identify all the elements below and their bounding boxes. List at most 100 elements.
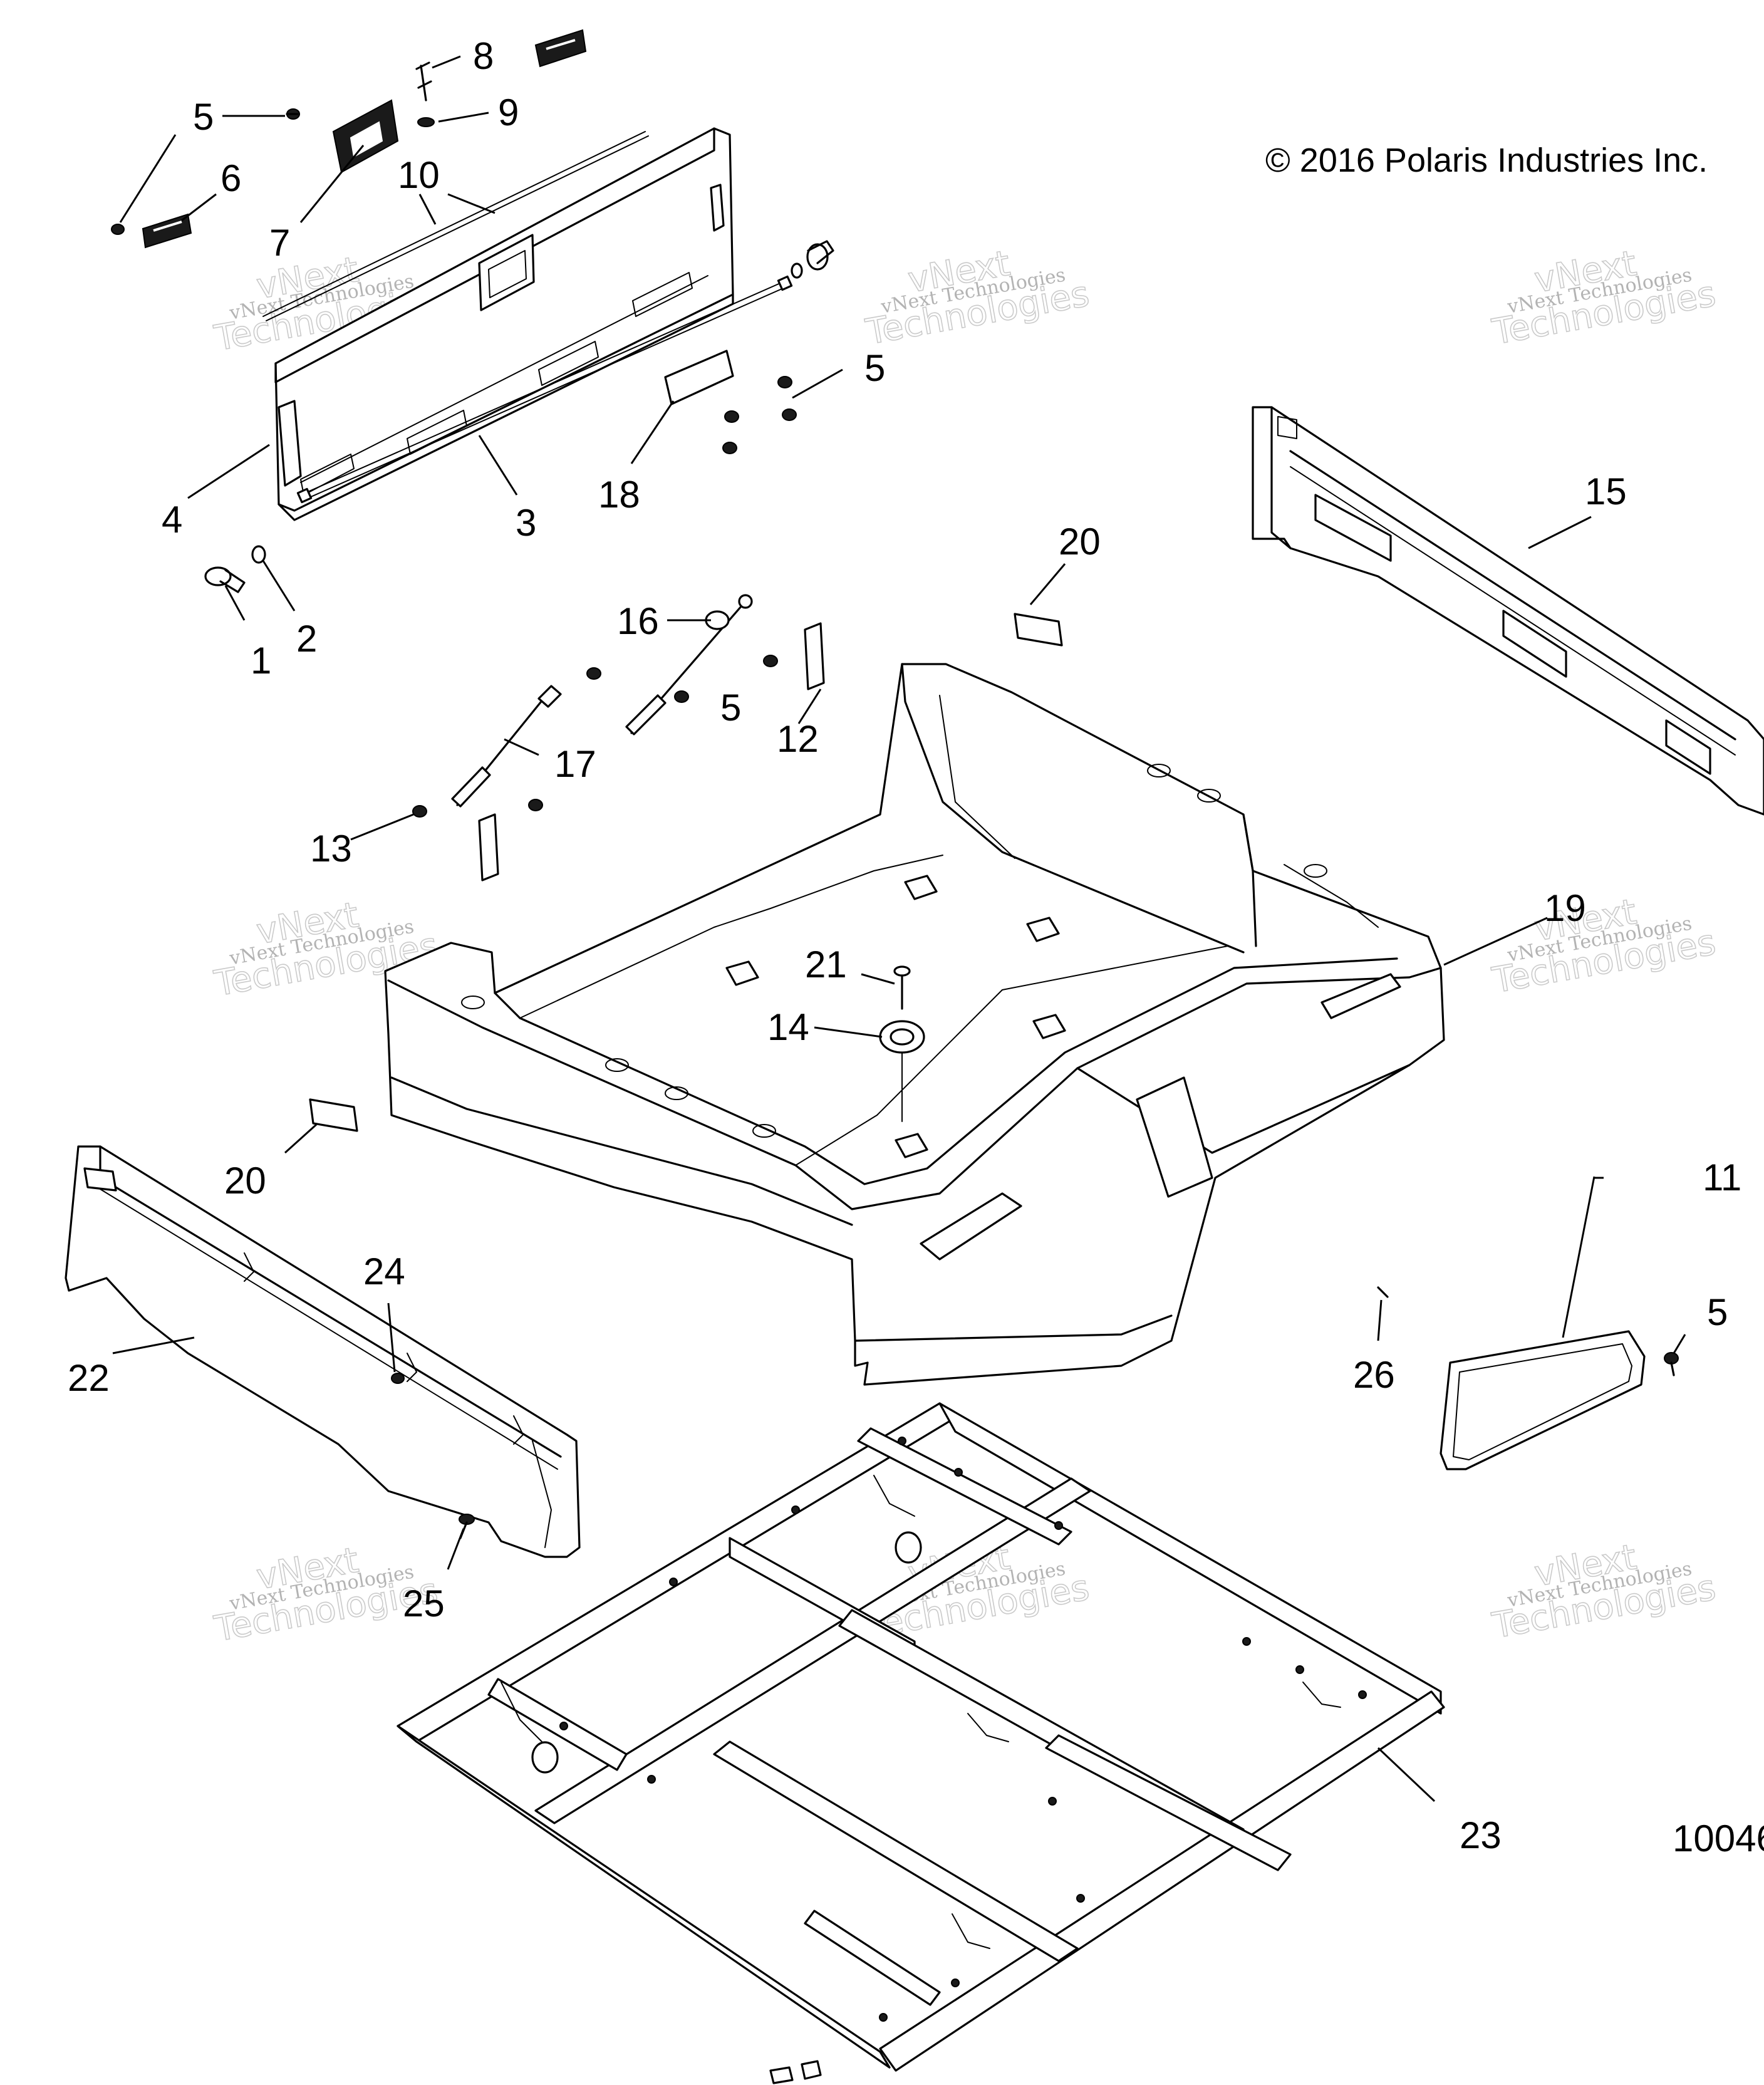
callout-21: 21: [805, 944, 847, 985]
leader-18: [630, 400, 675, 464]
side-panel-22-rail-2: [96, 1187, 558, 1470]
cargo-box-lower-skirt: [854, 1314, 1173, 1342]
label-20-bottom: [309, 1098, 358, 1132]
callout-18: 18: [598, 474, 640, 516]
tailgate-rib-3: [632, 272, 693, 317]
callout-20: 20: [1059, 521, 1101, 563]
callout-3: 3: [516, 502, 536, 544]
frame-long-1: [857, 1427, 1072, 1546]
leader-2: [262, 560, 296, 611]
watermark-3: vNext Technologies vNext Technologies: [1488, 242, 1719, 353]
frame-tube-2: [531, 1741, 559, 1774]
side-panel-15-pocket-2: [1502, 610, 1567, 678]
washer-2: [251, 545, 266, 564]
tailgate-cable-top-2: [266, 135, 649, 321]
rim-bump-3: [665, 1086, 688, 1100]
callout-24: 24: [363, 1250, 405, 1292]
tailgate-right-slot: [710, 184, 725, 232]
leader-17: [504, 738, 539, 756]
lens-11-inner: [1453, 1343, 1632, 1460]
screw-5-left: [111, 224, 125, 235]
callout-layer: 5 6 7 8 9 10 4 3 18 5 1 2 16 5 12 17 13 …: [68, 35, 1741, 1856]
frame-foot-2: [801, 2060, 822, 2080]
side-panel-15-pocket-1: [1314, 494, 1392, 562]
callout-23: 23: [1460, 1814, 1502, 1856]
side-panel-15: [1252, 406, 1764, 816]
tie-down-4: [904, 875, 938, 900]
cargo-box-outer-band: [390, 1076, 853, 1226]
screw-5-lower-right: [1664, 1352, 1679, 1376]
leader-26: [1377, 1299, 1383, 1341]
leader-15: [1528, 516, 1592, 549]
rod-end-left: [296, 487, 313, 504]
side-panel-22-end: [532, 1440, 552, 1548]
leader-8: [432, 55, 461, 69]
frame-bracket-4: [952, 1913, 990, 1949]
callout-12: 12: [777, 718, 819, 760]
callout-16: 16: [617, 600, 659, 642]
callout-25: 25: [403, 1583, 445, 1625]
side-panel-22-clip: [83, 1167, 117, 1192]
leader-23: [1377, 1747, 1436, 1802]
side-panel-22-notch-1: [244, 1252, 254, 1282]
frame-bracket-1: [873, 1475, 915, 1517]
leader-9: [438, 112, 489, 123]
cargo-box-side-plate: [1136, 1076, 1213, 1198]
bolt-tailgate-right: [791, 240, 834, 279]
frame-cross-1: [534, 1477, 1091, 1824]
plate-18: [664, 350, 734, 405]
callout-5: 5: [1707, 1291, 1728, 1333]
leader-5d: [1673, 1334, 1686, 1354]
tie-down-1: [725, 960, 759, 986]
side-panel-22: [65, 1145, 581, 1558]
pin-21: [893, 965, 911, 1010]
frame-23: [397, 1402, 1445, 2084]
side-panel-15-rail-2: [1290, 466, 1736, 756]
cargo-box-floor-edge: [519, 855, 943, 1019]
label-20-top: [1014, 613, 1063, 647]
side-panel-22-notch-3: [513, 1415, 524, 1445]
callout-19: 19: [1544, 887, 1586, 929]
tailgate-rib-1: [407, 410, 467, 455]
rim-bump-2: [605, 1058, 629, 1072]
tailgate-rib-2: [538, 341, 599, 386]
cargo-box-rim-inner: [519, 957, 1398, 1185]
leader-1: [224, 585, 246, 621]
frame-rail-left: [397, 1725, 891, 2069]
tailgate-assembly: [262, 127, 793, 521]
frame-rail-front: [879, 1690, 1445, 2072]
callout-20: 20: [224, 1160, 266, 1202]
leader-22: [112, 1336, 195, 1354]
tailgate-bottom-lip: [278, 293, 734, 521]
frame-rail-right: [938, 1402, 1442, 1715]
tie-down-5: [1032, 1014, 1066, 1039]
latch-plate-7: [332, 99, 399, 174]
frame-cross-5: [1045, 1734, 1292, 1871]
tailgate-rod-2: [303, 286, 787, 501]
leader-25: [447, 1528, 465, 1570]
leader-11: [1562, 1176, 1595, 1338]
tailgate-rod: [300, 281, 784, 496]
watermark-6: vNext Technologies vNext Technologies: [1488, 891, 1719, 1002]
leader-6: [181, 193, 217, 222]
tailgate-inner-line: [300, 275, 708, 483]
callout-13: 13: [310, 828, 352, 870]
leader-12: [797, 689, 822, 724]
cargo-box-left-wall: [494, 992, 521, 1019]
leader-4: [187, 444, 270, 499]
striker-lower: [478, 813, 499, 881]
badge-6: [142, 213, 192, 249]
callout-26: 26: [1353, 1354, 1395, 1396]
tailgate-left-hinge: [278, 400, 302, 487]
screws-5-group: [722, 376, 797, 454]
callout-7: 7: [269, 222, 290, 264]
leader-19: [1443, 917, 1548, 966]
frame-bracket-2: [501, 1682, 542, 1742]
callout-6: 6: [220, 157, 241, 199]
frame-bolt-holes: [559, 1437, 1367, 2022]
leader-lines: [112, 55, 1686, 1802]
tailgate-rib-4: [300, 454, 355, 496]
leader-10b: [447, 193, 495, 214]
side-panel-22-notch-2: [407, 1353, 417, 1382]
screw-5-top: [286, 108, 300, 120]
